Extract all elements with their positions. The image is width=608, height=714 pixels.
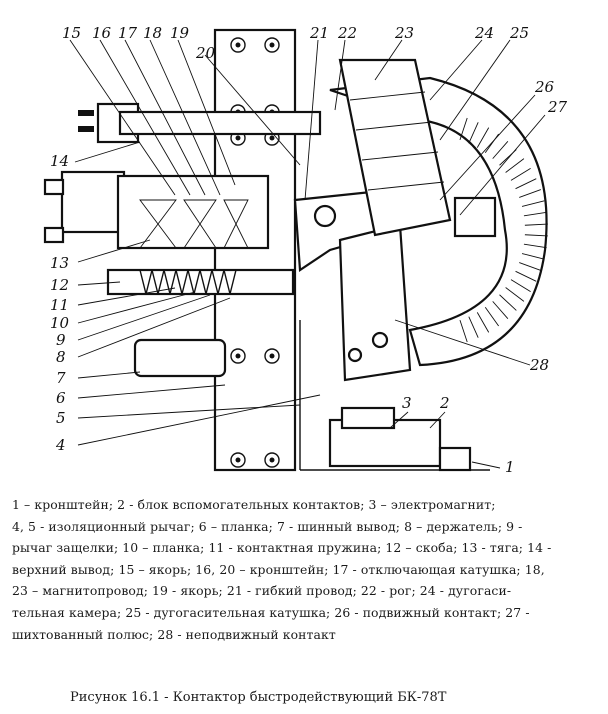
legend-line: шихтованный полюс; 28 - неподвижный конт… (12, 626, 336, 642)
legend-line: 4, 5 - изоляционный рычаг; 6 – планка; 7… (12, 518, 523, 534)
label-23: 23 (394, 24, 414, 42)
label-28: 28 (529, 356, 549, 374)
top-terminal (78, 102, 322, 144)
label-5: 5 (56, 409, 66, 427)
legend-line: рычаг защелки; 10 – планка; 11 - контакт… (12, 540, 552, 556)
legend-line: 1 – кронштейн; 2 - блок вспомогательных … (12, 497, 496, 512)
label-25: 25 (509, 24, 529, 42)
legend-line: верхний вывод; 15 – якорь; 16, 20 – крон… (12, 561, 545, 577)
callout-labels: 15 16 17 18 19 20 21 22 23 24 25 26 27 2… (50, 24, 568, 476)
label-8: 8 (56, 348, 66, 366)
label-24: 24 (474, 24, 494, 42)
label-26: 26 (534, 78, 555, 96)
label-10: 10 (50, 314, 70, 332)
leader-lines (69, 39, 546, 469)
label-6: 6 (56, 389, 66, 407)
label-19: 19 (170, 24, 190, 42)
label-18: 18 (143, 24, 162, 42)
contactor-drawing: 15 16 17 18 19 20 21 22 23 24 25 26 27 2… (43, 24, 568, 476)
label-13: 13 (50, 254, 69, 272)
blowout-coil (338, 58, 497, 238)
label-17: 17 (118, 24, 138, 42)
label-20: 20 (195, 44, 216, 62)
label-1: 1 (505, 458, 515, 476)
arc-chute (329, 76, 548, 367)
legend-line: 23 – магнитопровод; 19 - якорь; 21 - гиб… (12, 583, 512, 599)
legend-line: тельная камера; 25 - дугогасительная кат… (12, 604, 530, 620)
trip-coil-assembly (43, 170, 270, 250)
label-9: 9 (56, 331, 66, 349)
label-27: 27 (547, 98, 568, 116)
contact-spring (106, 268, 295, 296)
label-12: 12 (50, 276, 69, 294)
bus-terminal (133, 338, 227, 378)
label-3: 3 (402, 394, 412, 412)
label-22: 22 (337, 24, 357, 42)
label-14: 14 (50, 152, 69, 170)
label-4: 4 (55, 436, 66, 454)
aux-contacts-block (299, 320, 490, 472)
figure-caption: Рисунок 16.1 - Контактор быстродействующ… (70, 690, 447, 705)
label-7: 7 (56, 369, 66, 387)
label-16: 16 (92, 24, 112, 42)
label-2: 2 (439, 394, 450, 412)
insulating-plate (213, 28, 297, 472)
label-11: 11 (50, 296, 69, 314)
label-21: 21 (309, 24, 329, 42)
label-15: 15 (62, 24, 81, 42)
legend: 1 – кронштейн; 2 - блок вспомогательных … (12, 494, 602, 645)
